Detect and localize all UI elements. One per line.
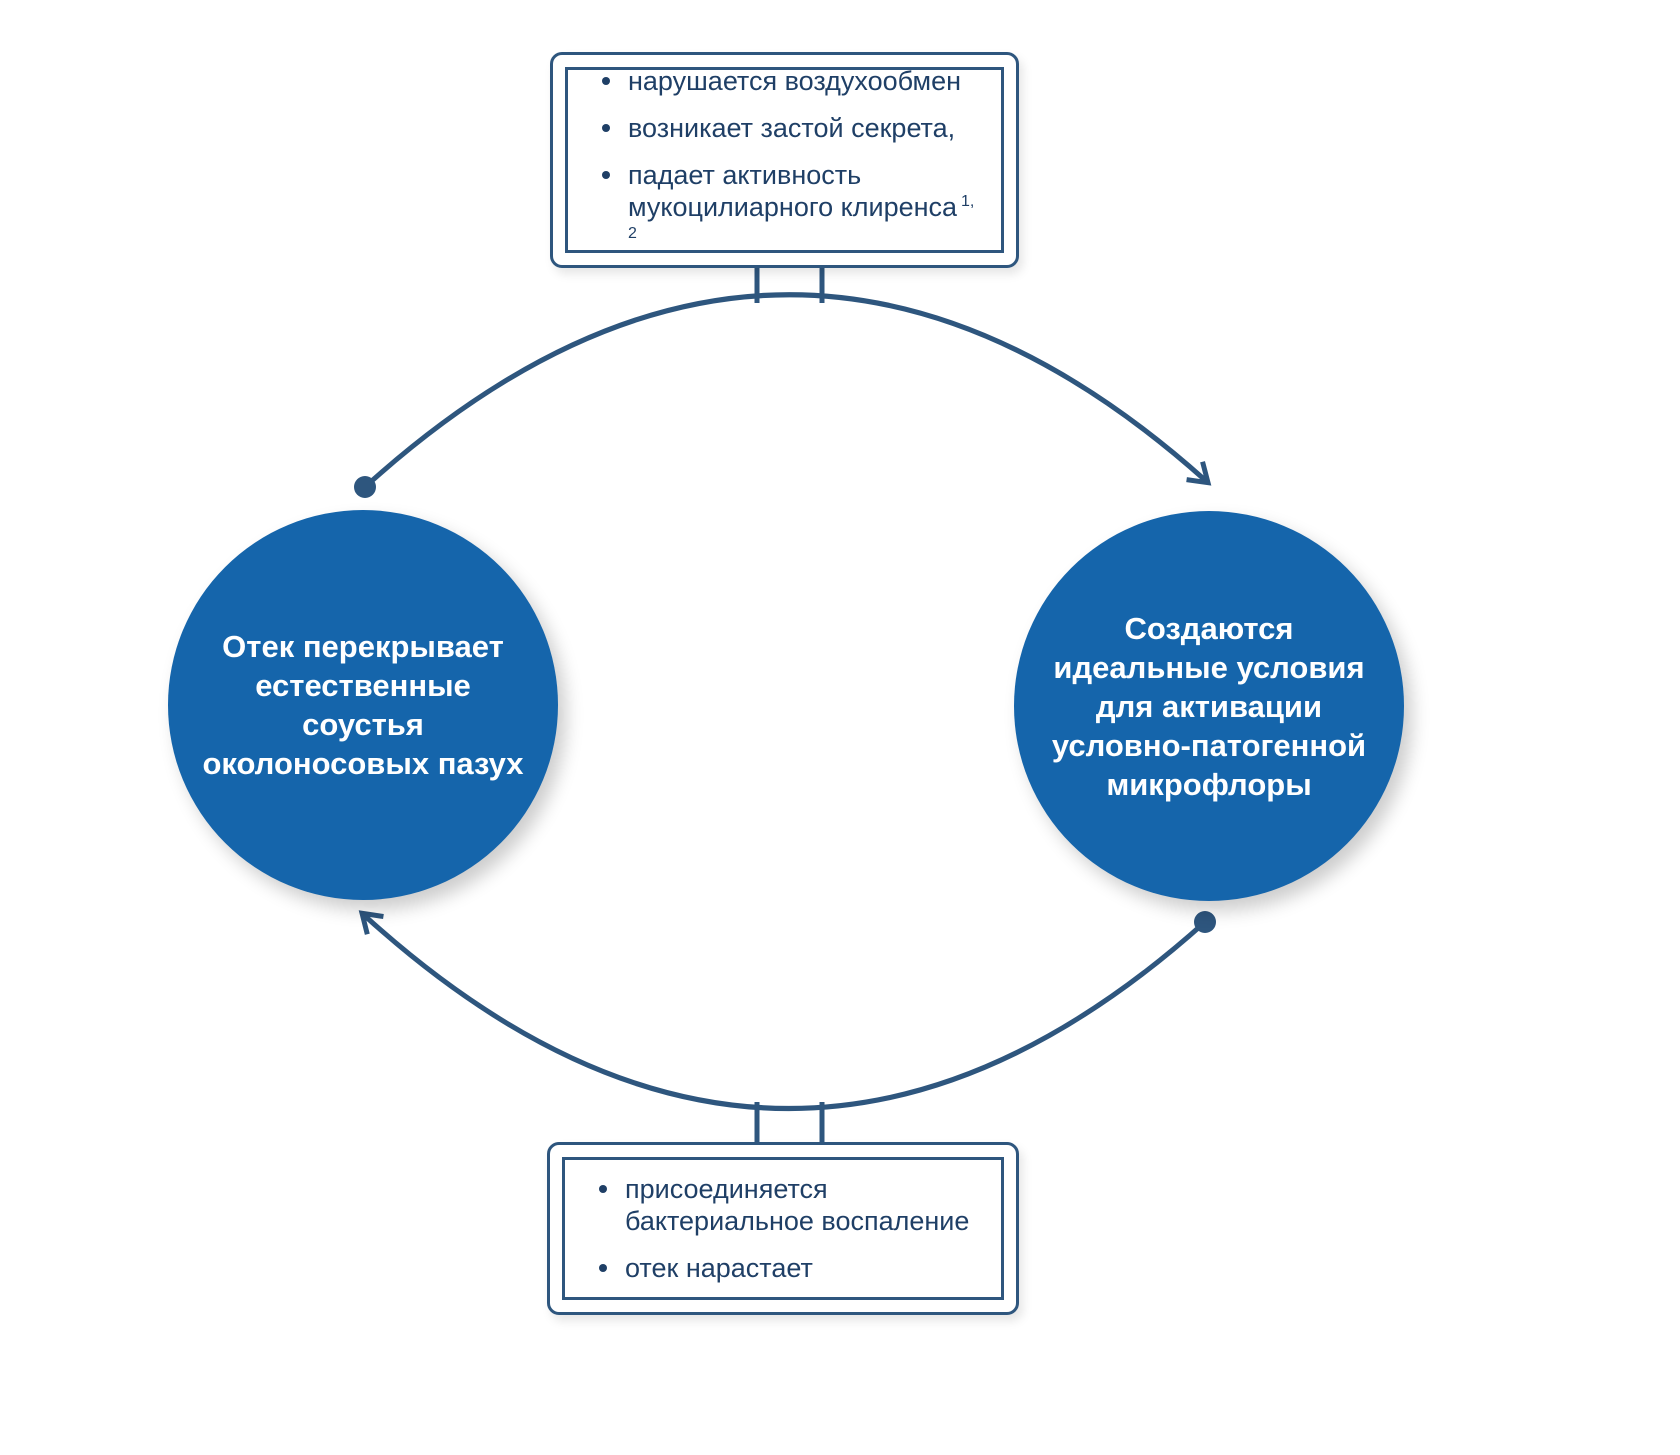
bullet-text: отек нарастает xyxy=(625,1253,813,1283)
list-item: падает активность мукоцилиарного клиренс… xyxy=(602,159,975,255)
list-item: нарушается воздухообмен xyxy=(602,65,975,97)
bullet-text-main: падает активность мукоцилиарного клиренс… xyxy=(628,160,958,222)
bottom-info-box: присоединяется бактериальное воспаление … xyxy=(547,1142,1019,1315)
top-info-box: нарушается воздухообмен возникает застой… xyxy=(550,52,1019,268)
bullet-icon xyxy=(599,1185,607,1193)
bullet-text: возникает застой секрета, xyxy=(628,113,956,143)
list-item: возникает застой секрета, xyxy=(602,112,975,144)
bottom-box-list: присоединяется бактериальное воспаление … xyxy=(565,1163,995,1294)
list-item: отек нарастает xyxy=(599,1252,969,1284)
bullet-text: падает активность мукоцилиарного клиренс… xyxy=(628,159,975,255)
bottom-arc-arrow xyxy=(358,910,1207,1111)
left-circle-label: Отек перекрывает естественные соустья ок… xyxy=(202,629,524,781)
top-arc-arrow xyxy=(363,292,1212,489)
top-info-box-inner-border: нарушается воздухообмен возникает застой… xyxy=(565,66,1004,253)
bullet-icon xyxy=(602,171,610,179)
left-cycle-node: Отек перекрывает естественные соустья ок… xyxy=(168,510,558,900)
top-box-list: нарушается воздухообмен возникает застой… xyxy=(568,55,1001,265)
bullet-icon xyxy=(602,124,610,132)
right-circle-label: Создаются идеальные условия для активаци… xyxy=(1051,610,1367,802)
top-arc-start-dot xyxy=(354,476,376,498)
bullet-text: нарушается воздухообмен xyxy=(628,66,962,96)
right-cycle-node: Создаются идеальные условия для активаци… xyxy=(1014,511,1404,901)
bullet-icon xyxy=(599,1264,607,1272)
list-item: присоединяется бактериальное воспаление xyxy=(599,1173,969,1237)
bottom-info-box-inner-border: присоединяется бактериальное воспаление … xyxy=(562,1157,1004,1300)
bottom-arc-start-dot xyxy=(1194,911,1216,933)
bullet-icon xyxy=(602,77,610,85)
bullet-text: присоединяется бактериальное воспаление xyxy=(625,1174,970,1236)
reference-superscript: 1, 2 xyxy=(628,193,975,242)
